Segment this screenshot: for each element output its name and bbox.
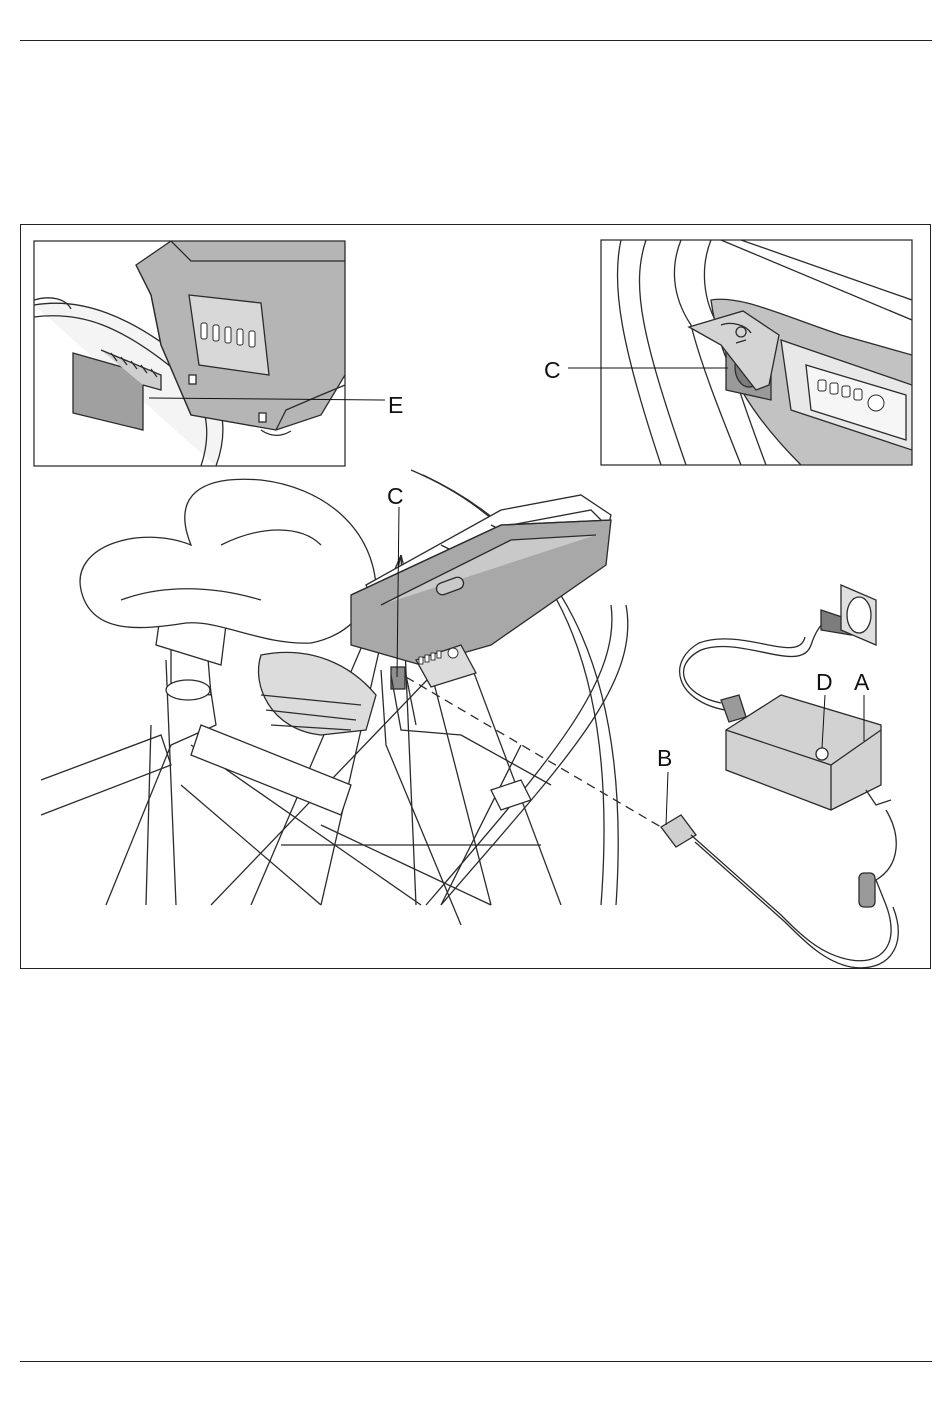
charger-plug-b bbox=[661, 810, 898, 968]
battery-lock-housing bbox=[191, 652, 376, 815]
inset-charging-socket bbox=[601, 240, 912, 465]
connection-path bbox=[406, 677, 666, 830]
mains-plug bbox=[680, 585, 876, 710]
header-rule bbox=[20, 40, 932, 41]
inset-battery-cap bbox=[34, 241, 345, 466]
charger-led-d bbox=[816, 748, 828, 760]
callout-a: A bbox=[854, 669, 870, 695]
callout-b: B bbox=[657, 745, 672, 771]
charging-figure: E C C D A B bbox=[20, 224, 931, 969]
footer-rule bbox=[20, 1361, 932, 1362]
main-scene bbox=[41, 470, 898, 968]
callout-c-main: C bbox=[387, 483, 404, 509]
charger-unit-a bbox=[721, 695, 891, 810]
rack-battery bbox=[351, 520, 611, 689]
callout-e: E bbox=[388, 392, 403, 418]
callout-c-inset: C bbox=[544, 357, 561, 383]
callout-d: D bbox=[816, 669, 833, 695]
charging-illustration: E C C D A B bbox=[21, 225, 931, 969]
